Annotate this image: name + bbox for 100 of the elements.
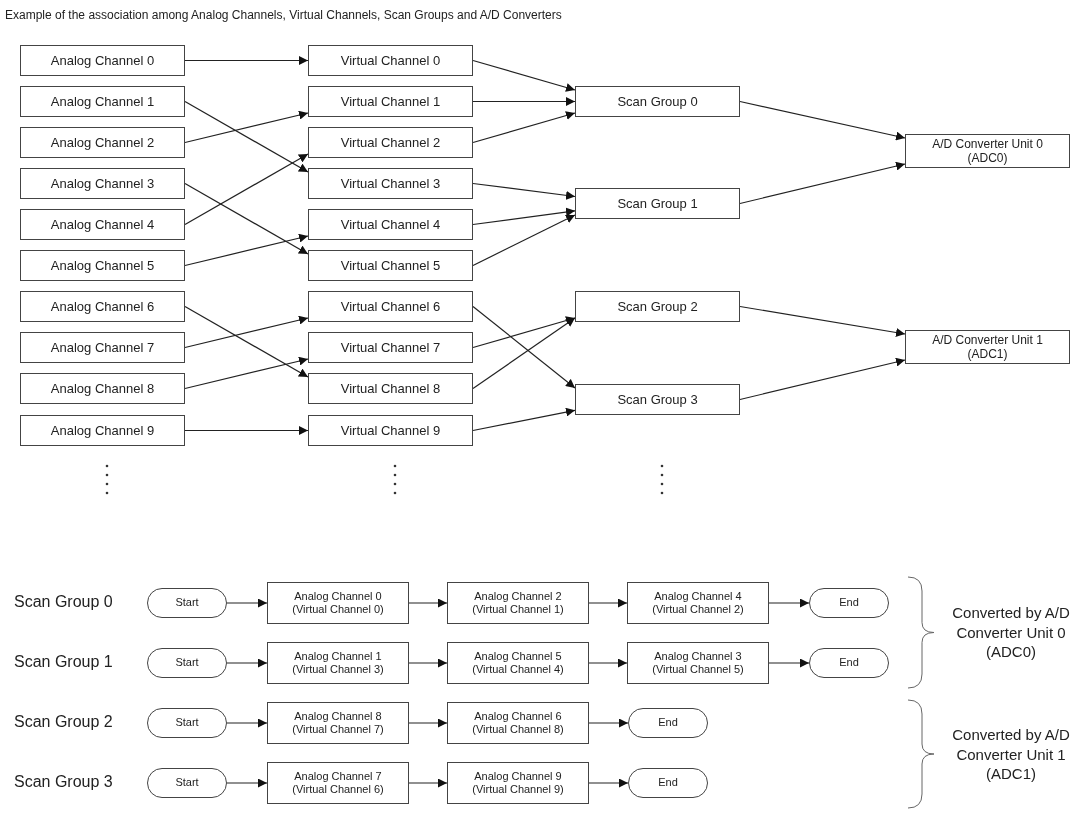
arrow xyxy=(588,598,628,608)
node-label: Virtual Channel 8 xyxy=(340,380,441,397)
row-label: Scan Group 0 xyxy=(14,593,113,611)
node-label: Analog Channel 0 xyxy=(50,52,155,69)
arrow xyxy=(739,305,906,337)
node-label: Analog Channel 5 xyxy=(50,257,155,274)
arrow xyxy=(588,658,628,668)
arrow xyxy=(768,598,810,608)
process-box xyxy=(20,250,185,281)
process-box xyxy=(308,209,473,240)
node-label: Analog Channel 4 (Virtual Channel 2) xyxy=(651,589,745,617)
arrow xyxy=(588,778,629,788)
arrow xyxy=(472,305,576,389)
node-label: Virtual Channel 5 xyxy=(340,257,441,274)
node-label: Analog Channel 2 xyxy=(50,134,155,151)
node-label: A/D Converter Unit 1 (ADC1) xyxy=(931,332,1044,362)
process-box xyxy=(575,188,740,219)
arrow xyxy=(472,407,576,432)
arrow xyxy=(184,315,309,349)
process-box xyxy=(20,373,185,404)
process-box xyxy=(447,762,589,804)
arrow xyxy=(184,305,309,378)
node-label: Scan Group 2 xyxy=(617,298,698,315)
row-label: Scan Group 1 xyxy=(14,653,113,671)
node-label: Analog Channel 3 xyxy=(50,175,155,192)
node-label: Analog Channel 0 (Virtual Channel 0) xyxy=(291,589,385,617)
node-label: Analog Channel 9 xyxy=(50,422,155,439)
arrow xyxy=(226,658,268,668)
node-label: End xyxy=(839,656,859,670)
arrow xyxy=(184,153,309,226)
arrow xyxy=(472,182,576,200)
process-box xyxy=(20,127,185,158)
node-label: Start xyxy=(175,596,199,610)
node-label: Analog Channel 4 xyxy=(50,216,155,233)
process-box xyxy=(20,168,185,199)
node-label: Analog Channel 1 xyxy=(50,93,155,110)
arrow xyxy=(226,778,268,788)
node-label: End xyxy=(839,596,859,610)
node-label: A/D Converter Unit 0 (ADC0) xyxy=(931,136,1044,166)
node-label: Analog Channel 6 (Virtual Channel 8) xyxy=(471,709,565,737)
process-box xyxy=(267,702,409,744)
node-label: Scan Group 3 xyxy=(617,391,698,408)
arrow xyxy=(472,317,576,390)
arrow xyxy=(472,97,576,106)
node-label: Scan Group 0 xyxy=(617,93,698,110)
process-box xyxy=(308,86,473,117)
process-box xyxy=(308,127,473,158)
process-box xyxy=(575,384,740,415)
arrow xyxy=(408,718,448,728)
node-label: Analog Channel 9 (Virtual Channel 9) xyxy=(471,769,565,797)
process-box xyxy=(308,415,473,446)
arrow xyxy=(226,598,268,608)
process-box xyxy=(447,702,589,744)
arrow xyxy=(184,426,309,435)
node-label: Analog Channel 1 (Virtual Channel 3) xyxy=(291,649,385,677)
arrow xyxy=(184,110,309,144)
arrow xyxy=(408,598,448,608)
process-box xyxy=(905,134,1070,168)
process-box xyxy=(308,250,473,281)
arrow xyxy=(184,356,309,390)
process-box xyxy=(20,415,185,446)
process-box xyxy=(267,582,409,624)
process-box xyxy=(905,330,1070,364)
arrow xyxy=(408,658,448,668)
arrow xyxy=(472,59,576,92)
node-label: Scan Group 1 xyxy=(617,195,698,212)
node-label: Start xyxy=(175,776,199,790)
node-label: Start xyxy=(175,656,199,670)
node-label: Virtual Channel 4 xyxy=(340,216,441,233)
arrow xyxy=(226,718,268,728)
process-box xyxy=(627,642,769,684)
arrow xyxy=(184,56,309,65)
process-box xyxy=(447,642,589,684)
process-box xyxy=(308,332,473,363)
process-box xyxy=(308,45,473,76)
node-label: Virtual Channel 7 xyxy=(340,339,441,356)
process-box xyxy=(20,45,185,76)
arrow xyxy=(184,233,309,267)
node-label: Start xyxy=(175,716,199,730)
node-label: Virtual Channel 2 xyxy=(340,134,441,151)
node-label: Analog Channel 3 (Virtual Channel 5) xyxy=(651,649,745,677)
arrow xyxy=(472,111,576,144)
process-box xyxy=(308,168,473,199)
row-label: Scan Group 2 xyxy=(14,713,113,731)
node-label: Analog Channel 8 (Virtual Channel 7) xyxy=(291,709,385,737)
process-box xyxy=(575,291,740,322)
process-box xyxy=(575,86,740,117)
arrow xyxy=(739,100,906,141)
process-box xyxy=(20,86,185,117)
process-box xyxy=(267,642,409,684)
node-label: Analog Channel 6 xyxy=(50,298,155,315)
process-box xyxy=(20,209,185,240)
annotation-text: Converted by A/D Converter Unit 0 (ADC0) xyxy=(951,603,1071,662)
process-box xyxy=(308,291,473,322)
annotation-text: Converted by A/D Converter Unit 1 (ADC1) xyxy=(951,725,1071,784)
process-box xyxy=(627,582,769,624)
arrow xyxy=(472,207,576,226)
process-box xyxy=(308,373,473,404)
diagram-title: Example of the association among Analog Channels, Virtual Channels, Scan Groups and A/D Converters xyxy=(5,8,562,22)
arrow xyxy=(768,658,810,668)
